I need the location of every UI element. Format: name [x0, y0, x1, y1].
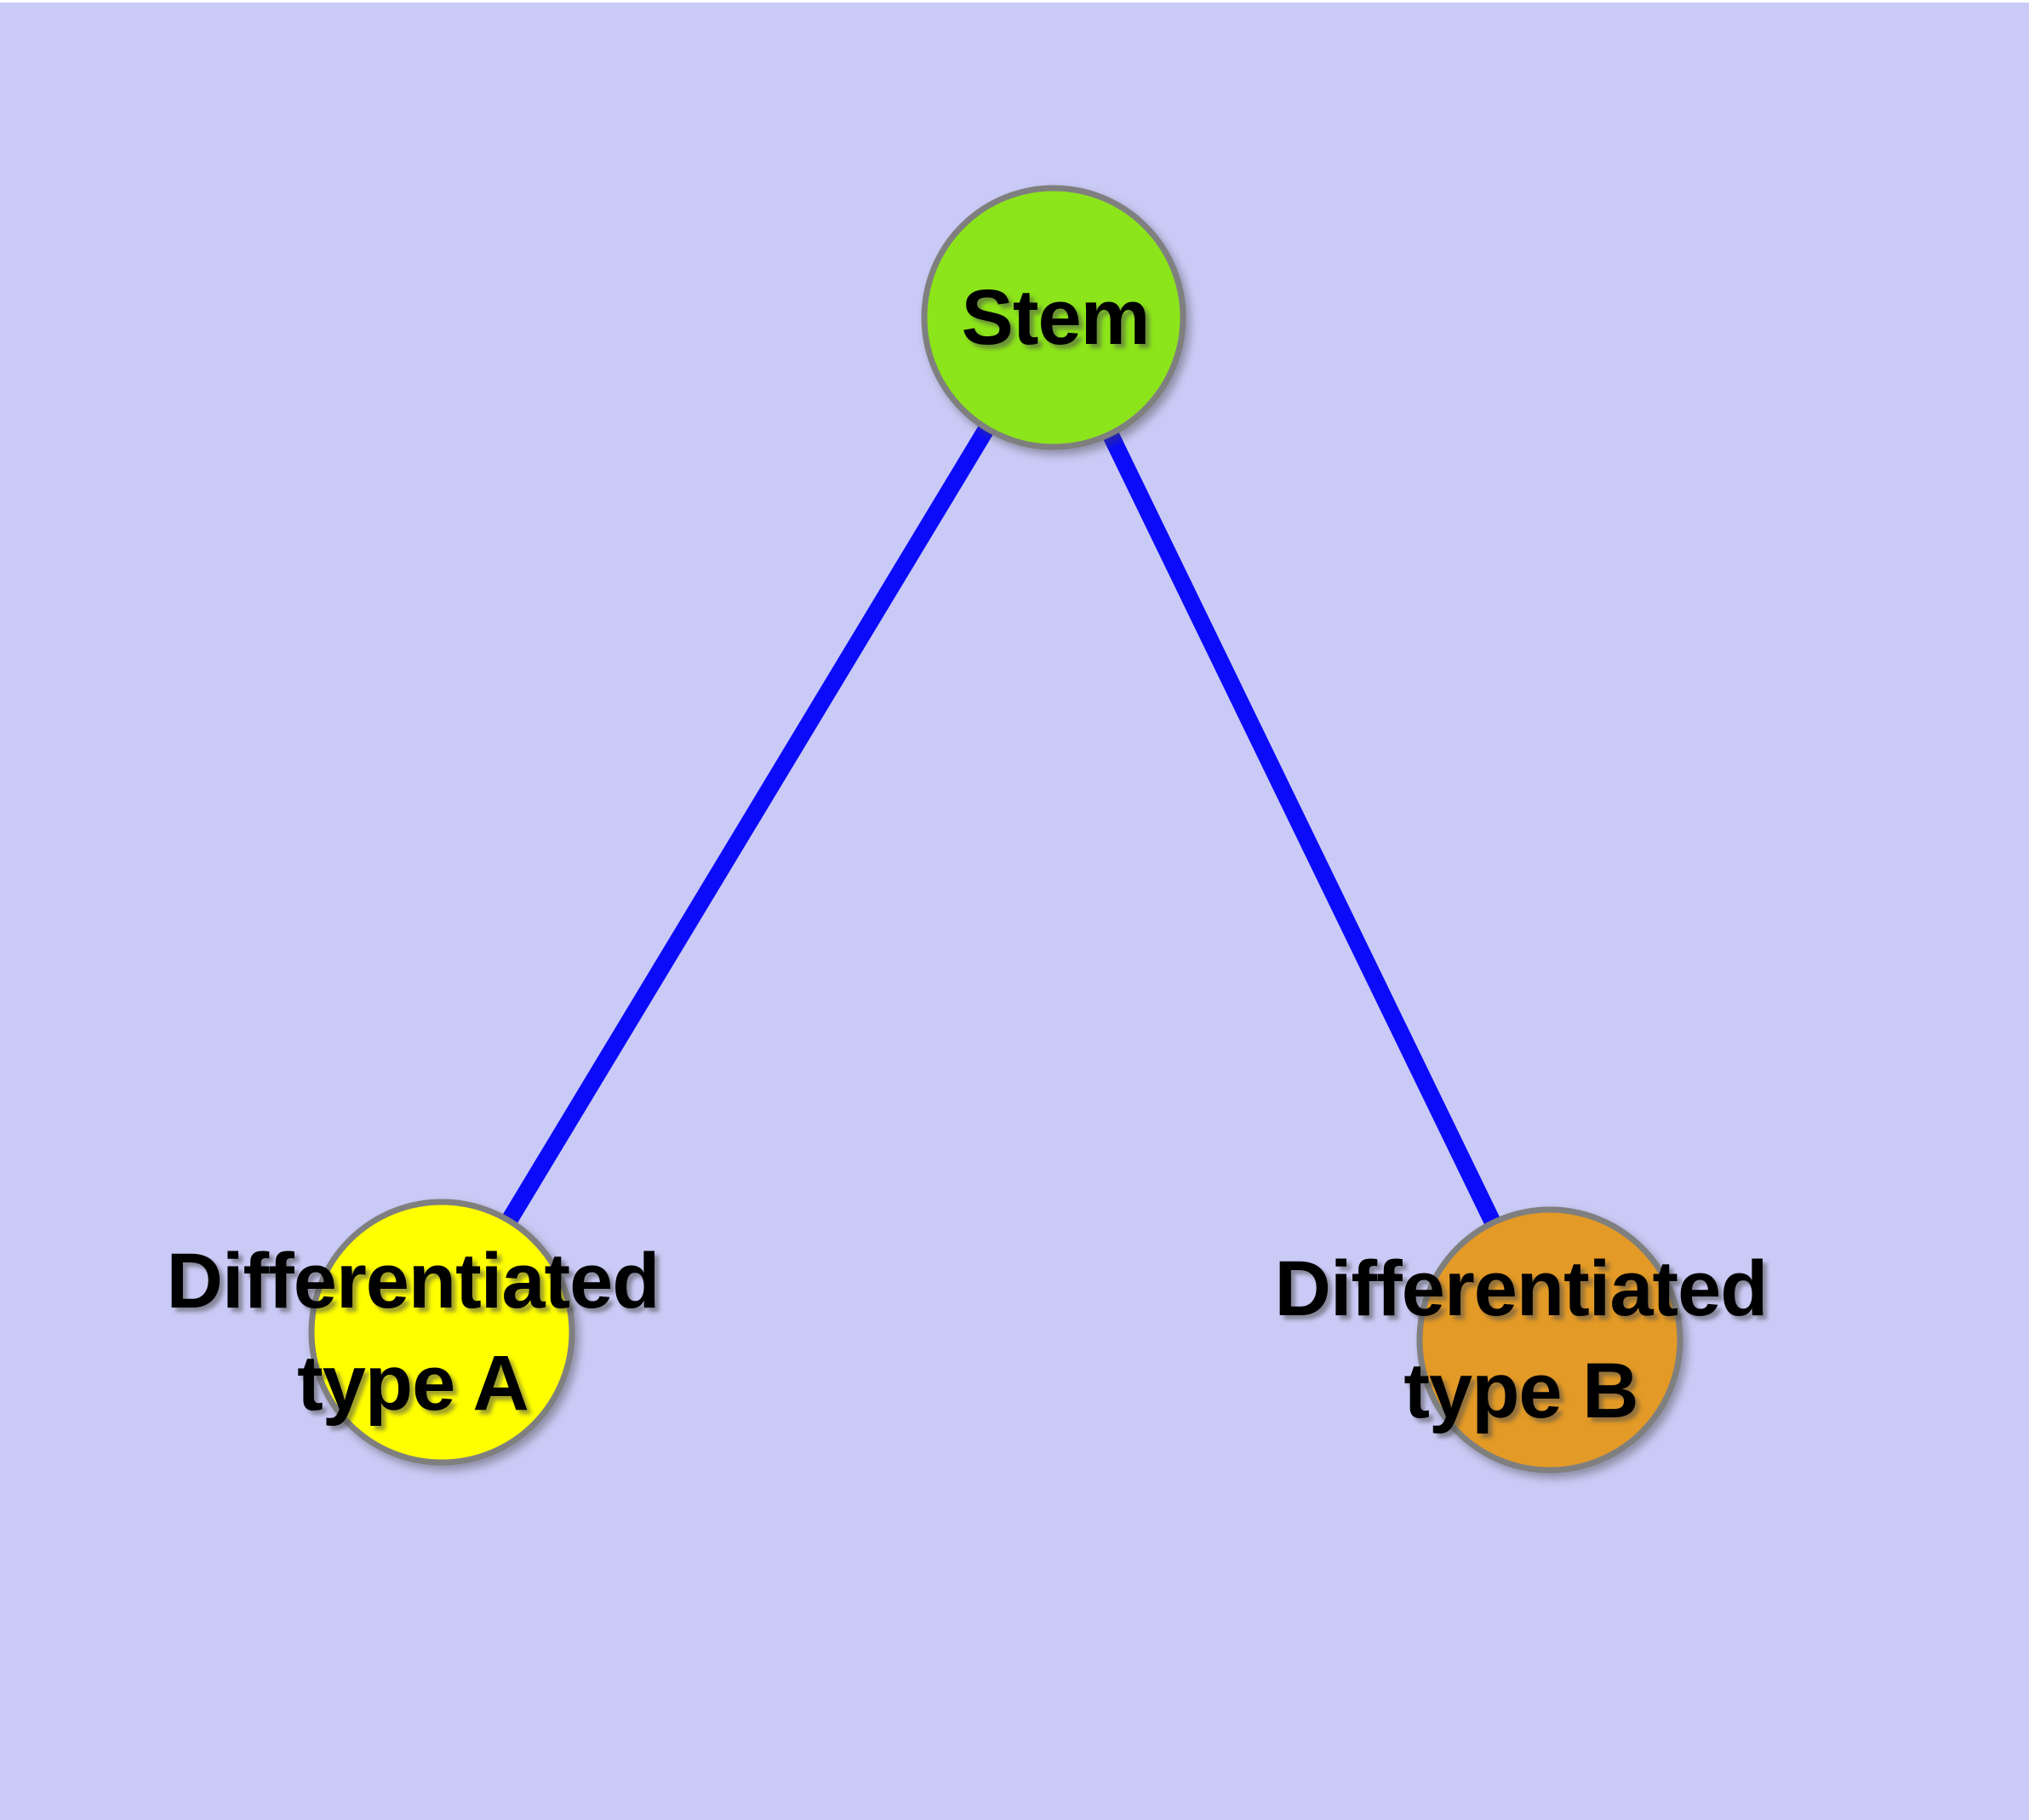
- top-margin-strip: [0, 0, 2029, 3]
- edge-stem-to-typeA[interactable]: [434, 312, 1061, 1337]
- edge-stem-to-typeB[interactable]: [1046, 313, 1557, 1344]
- node-differentiated-type-b[interactable]: [1416, 1206, 1683, 1474]
- node-stem[interactable]: [921, 185, 1186, 450]
- node-differentiated-type-a[interactable]: [308, 1199, 575, 1466]
